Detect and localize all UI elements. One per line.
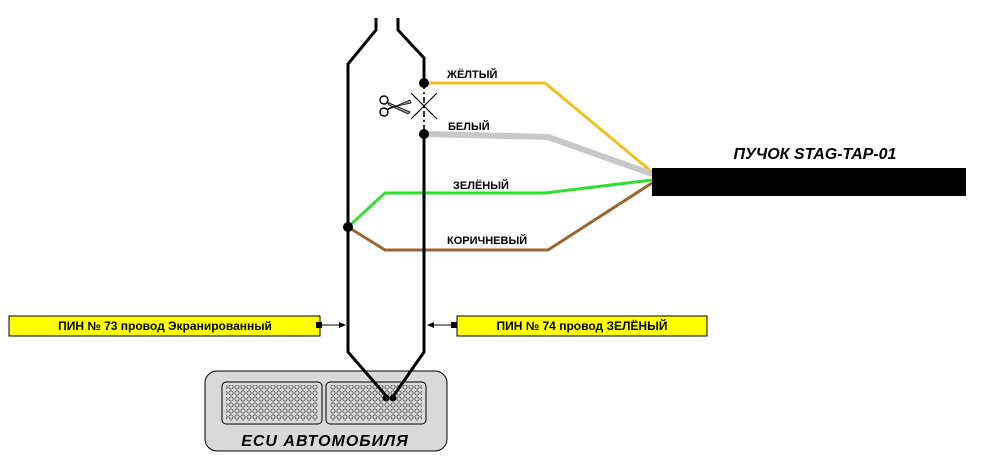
pin-marker-left [316, 322, 322, 328]
arrow-right-icon [427, 322, 434, 328]
wire-label-yellow: ЖЁЛТЫЙ [446, 68, 498, 81]
bundle-title: ПУЧОК STAG-TAP-01 [734, 146, 897, 163]
wire-label-brown: КОРИЧНЕВЫЙ [447, 234, 527, 247]
pin-callout-right: ПИН № 74 провод ЗЕЛЁНЫЙ [427, 315, 708, 337]
cut-mark [410, 92, 438, 120]
ecu-connector: ECU АВТОМОБИЛЯ [204, 370, 448, 452]
wire-green [346, 178, 653, 229]
wire-brown [347, 181, 653, 252]
pin-label-left: ПИН № 73 провод Экранированный [58, 319, 272, 333]
wire-label-green: ЗЕЛЁНЫЙ [453, 179, 509, 192]
ecu-pin-74 [389, 394, 397, 402]
junction-white [419, 129, 429, 139]
pin-marker-right [451, 322, 457, 328]
wire-yellow [424, 81, 653, 174]
junctions [343, 78, 429, 402]
wire-white [423, 131, 654, 177]
ecu-pin-73 [382, 394, 390, 402]
scissors-icon [379, 95, 412, 117]
bundle-body [652, 168, 966, 196]
tap-wires [346, 81, 654, 252]
wire-label-white: БЕЛЫЙ [448, 120, 490, 133]
vehicle-wire-left [346, 18, 390, 399]
junction-green-brown [343, 222, 353, 232]
ecu-pins-right [330, 385, 422, 421]
vehicle-wire-right-bottom [390, 134, 426, 399]
pin-callout-left: ПИН № 73 провод Экранированный [8, 315, 346, 337]
junction-yellow [419, 78, 429, 88]
ecu-label: ECU АВТОМОБИЛЯ [241, 433, 409, 450]
pin-label-right: ПИН № 74 провод ЗЕЛЁНЫЙ [497, 318, 668, 333]
ecu-pins-left [226, 385, 318, 421]
arrow-left-icon [339, 322, 346, 328]
vehicle-wire-right-top [396, 18, 426, 83]
vehicle-wires [346, 18, 426, 399]
stag-bundle: ПУЧОК STAG-TAP-01 [652, 146, 966, 196]
